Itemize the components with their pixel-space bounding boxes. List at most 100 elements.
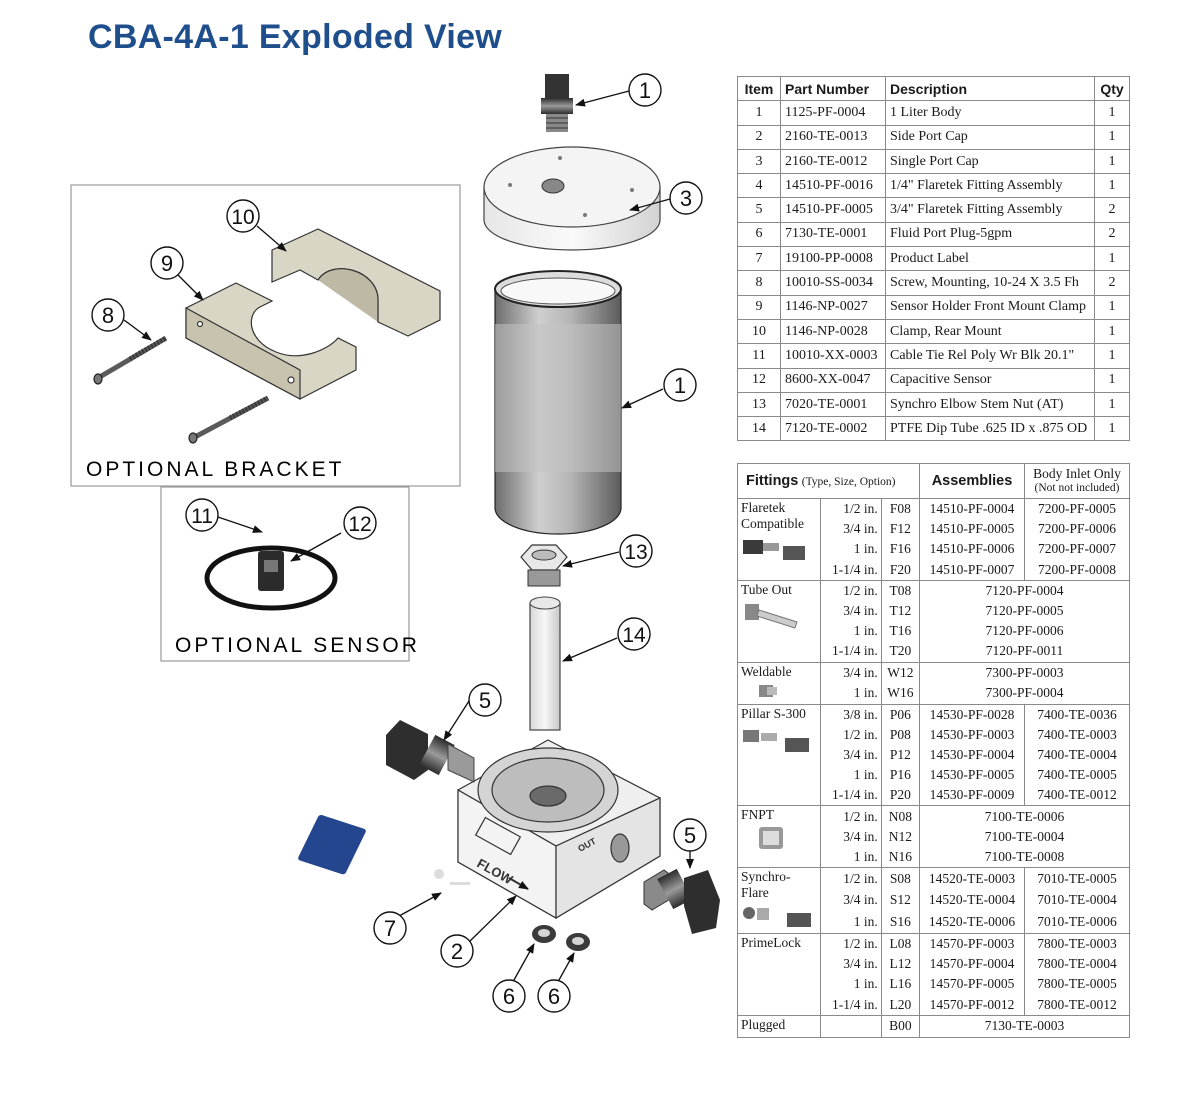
svg-text:2: 2 — [451, 939, 463, 964]
size-cell: 3/4 in. — [820, 744, 882, 766]
svg-text:7: 7 — [384, 916, 396, 941]
assembly-cell: 14510-PF-0005 — [919, 519, 1025, 540]
option-cell: N12 — [880, 826, 921, 847]
page-title: CBA-4A-1 Exploded View — [88, 18, 503, 56]
size-cell: 1 in. — [820, 974, 882, 995]
svg-text:1: 1 — [674, 373, 686, 398]
svg-text:5: 5 — [479, 688, 491, 713]
option-cell: W12 — [880, 661, 921, 683]
callout-5-right: 5 — [673, 818, 707, 852]
size-cell: 1-1/4 in. — [820, 785, 882, 806]
body-inlet-cell: 7400-TE-0004 — [1024, 744, 1130, 766]
qty-cell: 1 — [1094, 343, 1130, 369]
option-cell: P06 — [880, 703, 921, 725]
svg-text:5: 5 — [684, 823, 696, 848]
part-number-cell: 1125-PF-0004 — [780, 100, 886, 126]
size-cell: 1 in. — [820, 846, 882, 868]
fitting-type-cell: Flaretek Compatible — [737, 498, 821, 581]
body-inlet-cell: 7200-PF-0007 — [1024, 539, 1130, 560]
col-item: Item — [737, 75, 781, 102]
part-number-cell: 2160-TE-0013 — [780, 124, 886, 150]
item-cell: 7 — [737, 246, 781, 272]
svg-text:14: 14 — [622, 624, 646, 647]
option-cell: S12 — [880, 889, 921, 912]
callout-6-left: 6 — [492, 979, 526, 1013]
size-cell — [820, 1014, 882, 1038]
qty-cell: 2 — [1094, 221, 1130, 248]
body-inlet-cell: 7400-TE-0012 — [1024, 785, 1130, 806]
svg-text:8: 8 — [102, 303, 114, 328]
description-cell: Product Label — [885, 246, 1095, 272]
item-cell: 2 — [737, 124, 781, 150]
optional-bracket-box — [70, 184, 461, 487]
part-number-cell: 7120-TE-0002 — [780, 416, 886, 442]
size-cell: 3/4 in. — [820, 519, 882, 540]
option-cell: F20 — [880, 559, 921, 581]
elbow-stem-nut — [520, 544, 568, 587]
fitting-type-cell: FNPT — [737, 805, 821, 868]
size-cell: 3/4 in. — [820, 889, 882, 912]
fitting-type-cell: Synchro-Flare — [737, 867, 821, 934]
part-number-cell: 8600-XX-0047 — [780, 367, 886, 393]
svg-text:1: 1 — [639, 78, 651, 103]
qty-cell: 2 — [1094, 270, 1130, 296]
side-port-base: FLOW OUT — [457, 739, 661, 920]
size-cell: 1 in. — [820, 765, 882, 786]
part-number-cell: 1146-NP-0027 — [780, 294, 886, 320]
qty-cell: 1 — [1094, 294, 1130, 320]
item-cell: 4 — [737, 173, 781, 199]
size-cell: 3/4 in. — [820, 661, 882, 683]
item-cell: 6 — [737, 221, 781, 248]
item-cell: 9 — [737, 294, 781, 320]
option-cell: B00 — [880, 1014, 921, 1038]
assembly-cell: 14520-TE-0006 — [919, 911, 1025, 934]
fitting-assembly-right — [643, 868, 720, 934]
callout-9: 9 — [150, 246, 184, 280]
svg-text:6: 6 — [503, 984, 515, 1009]
svg-text:3: 3 — [680, 186, 692, 211]
body-inlet-cell: 7800-TE-0012 — [1024, 994, 1130, 1016]
ptfe-dip-tube — [529, 596, 561, 731]
optional-bracket-label: OPTIONAL BRACKET — [86, 458, 344, 481]
fitting-type-label: Synchro-Flare — [741, 869, 791, 900]
svg-text:12: 12 — [348, 513, 371, 536]
callout-11: 11 — [185, 498, 219, 532]
assembly-cell: 14510-PF-0007 — [919, 559, 1025, 581]
body-inlet-cell: 7010-TE-0006 — [1024, 911, 1130, 934]
description-cell: Side Port Cap — [885, 124, 1095, 150]
fitting-type-label: Flaretek Compatible — [741, 500, 804, 531]
part-number-cell: 7100-TE-0008 — [919, 846, 1130, 868]
rear-mount-clamp — [271, 228, 441, 337]
callout-10: 10 — [226, 199, 260, 233]
col-fittings: Fittings (Type, Size, Option) — [737, 463, 920, 499]
description-cell: Capacitive Sensor — [885, 367, 1095, 393]
size-cell: 1/2 in. — [820, 498, 882, 520]
option-cell: F12 — [880, 519, 921, 540]
description-cell: Clamp, Rear Mount — [885, 318, 1095, 345]
qty-cell: 1 — [1094, 367, 1130, 393]
item-cell: 8 — [737, 270, 781, 296]
option-cell: F08 — [880, 498, 921, 520]
part-number-cell: 7120-PF-0005 — [919, 600, 1130, 622]
description-cell: Screw, Mounting, 10-24 X 3.5 Fh — [885, 270, 1095, 296]
size-cell: 1/2 in. — [820, 579, 882, 601]
body-inlet-cell: 7010-TE-0005 — [1024, 866, 1130, 890]
size-cell: 1/2 in. — [820, 933, 882, 955]
qty-cell: 1 — [1094, 124, 1130, 150]
option-cell: T08 — [880, 579, 921, 601]
callout-5-left: 5 — [468, 683, 502, 717]
part-number-cell: 1146-NP-0028 — [780, 318, 886, 345]
callout-6-right: 6 — [537, 979, 571, 1013]
size-cell: 1/2 in. — [820, 866, 882, 890]
svg-text:10: 10 — [231, 206, 254, 229]
